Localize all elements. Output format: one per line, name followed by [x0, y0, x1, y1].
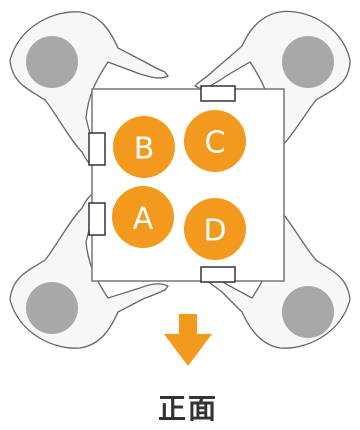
- down-arrow-icon: [164, 314, 212, 366]
- position-d-label: D: [203, 214, 226, 249]
- person-top-left: [9, 11, 169, 168]
- position-c-circle: [184, 110, 246, 172]
- position-b: B: [113, 116, 175, 178]
- position-c-label: C: [205, 126, 226, 161]
- person-head: [26, 36, 78, 88]
- table: [91, 88, 285, 282]
- position-d: D: [184, 198, 246, 260]
- position-b-label: B: [134, 132, 155, 167]
- position-c: C: [184, 110, 246, 172]
- position-a-label: A: [133, 202, 154, 237]
- seat-marker-bottom: [200, 266, 236, 283]
- person-head: [26, 282, 78, 334]
- person-head: [282, 36, 334, 88]
- seat-marker-left-lower: [88, 202, 106, 236]
- person-head: [282, 286, 334, 338]
- position-d-circle: [184, 198, 246, 260]
- seat-marker-left-upper: [88, 132, 106, 166]
- front-label: 正面: [158, 392, 218, 425]
- seat-marker-top: [200, 85, 236, 102]
- position-a-circle: [112, 186, 174, 248]
- position-a: A: [112, 186, 174, 248]
- position-b-circle: [113, 116, 175, 178]
